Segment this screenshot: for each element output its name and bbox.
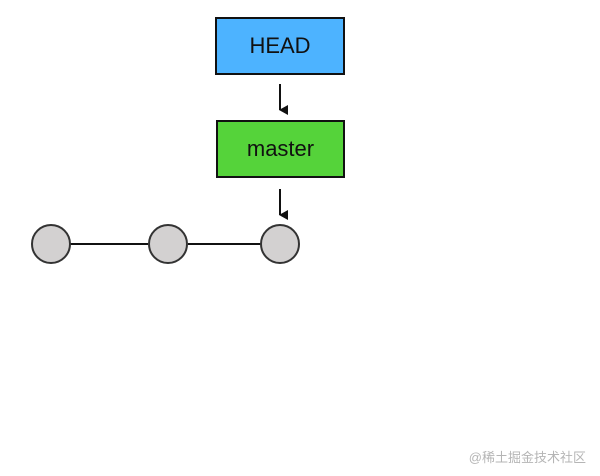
commit-node-3	[260, 224, 300, 264]
head-ref-box: HEAD	[215, 17, 345, 75]
master-branch-box: master	[216, 120, 345, 178]
commit-node-1	[31, 224, 71, 264]
commit-node-2	[148, 224, 188, 264]
watermark: @稀土掘金技术社区	[468, 450, 586, 465]
